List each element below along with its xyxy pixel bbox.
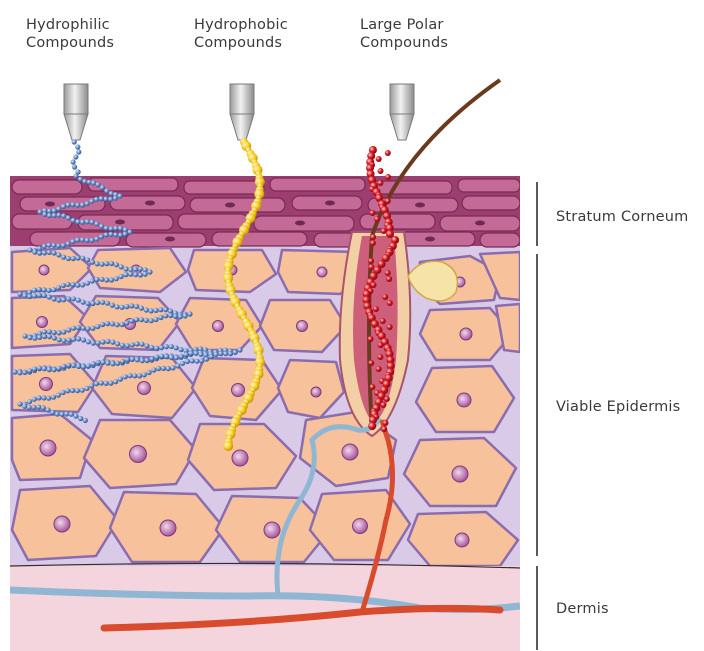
applicator-tube-hydrophobic: [230, 84, 254, 140]
stratum-corneum-layer: [10, 176, 520, 247]
applicator-tube-hydrophilic: [64, 84, 88, 140]
applicator-tube-large-polar: [390, 84, 414, 140]
